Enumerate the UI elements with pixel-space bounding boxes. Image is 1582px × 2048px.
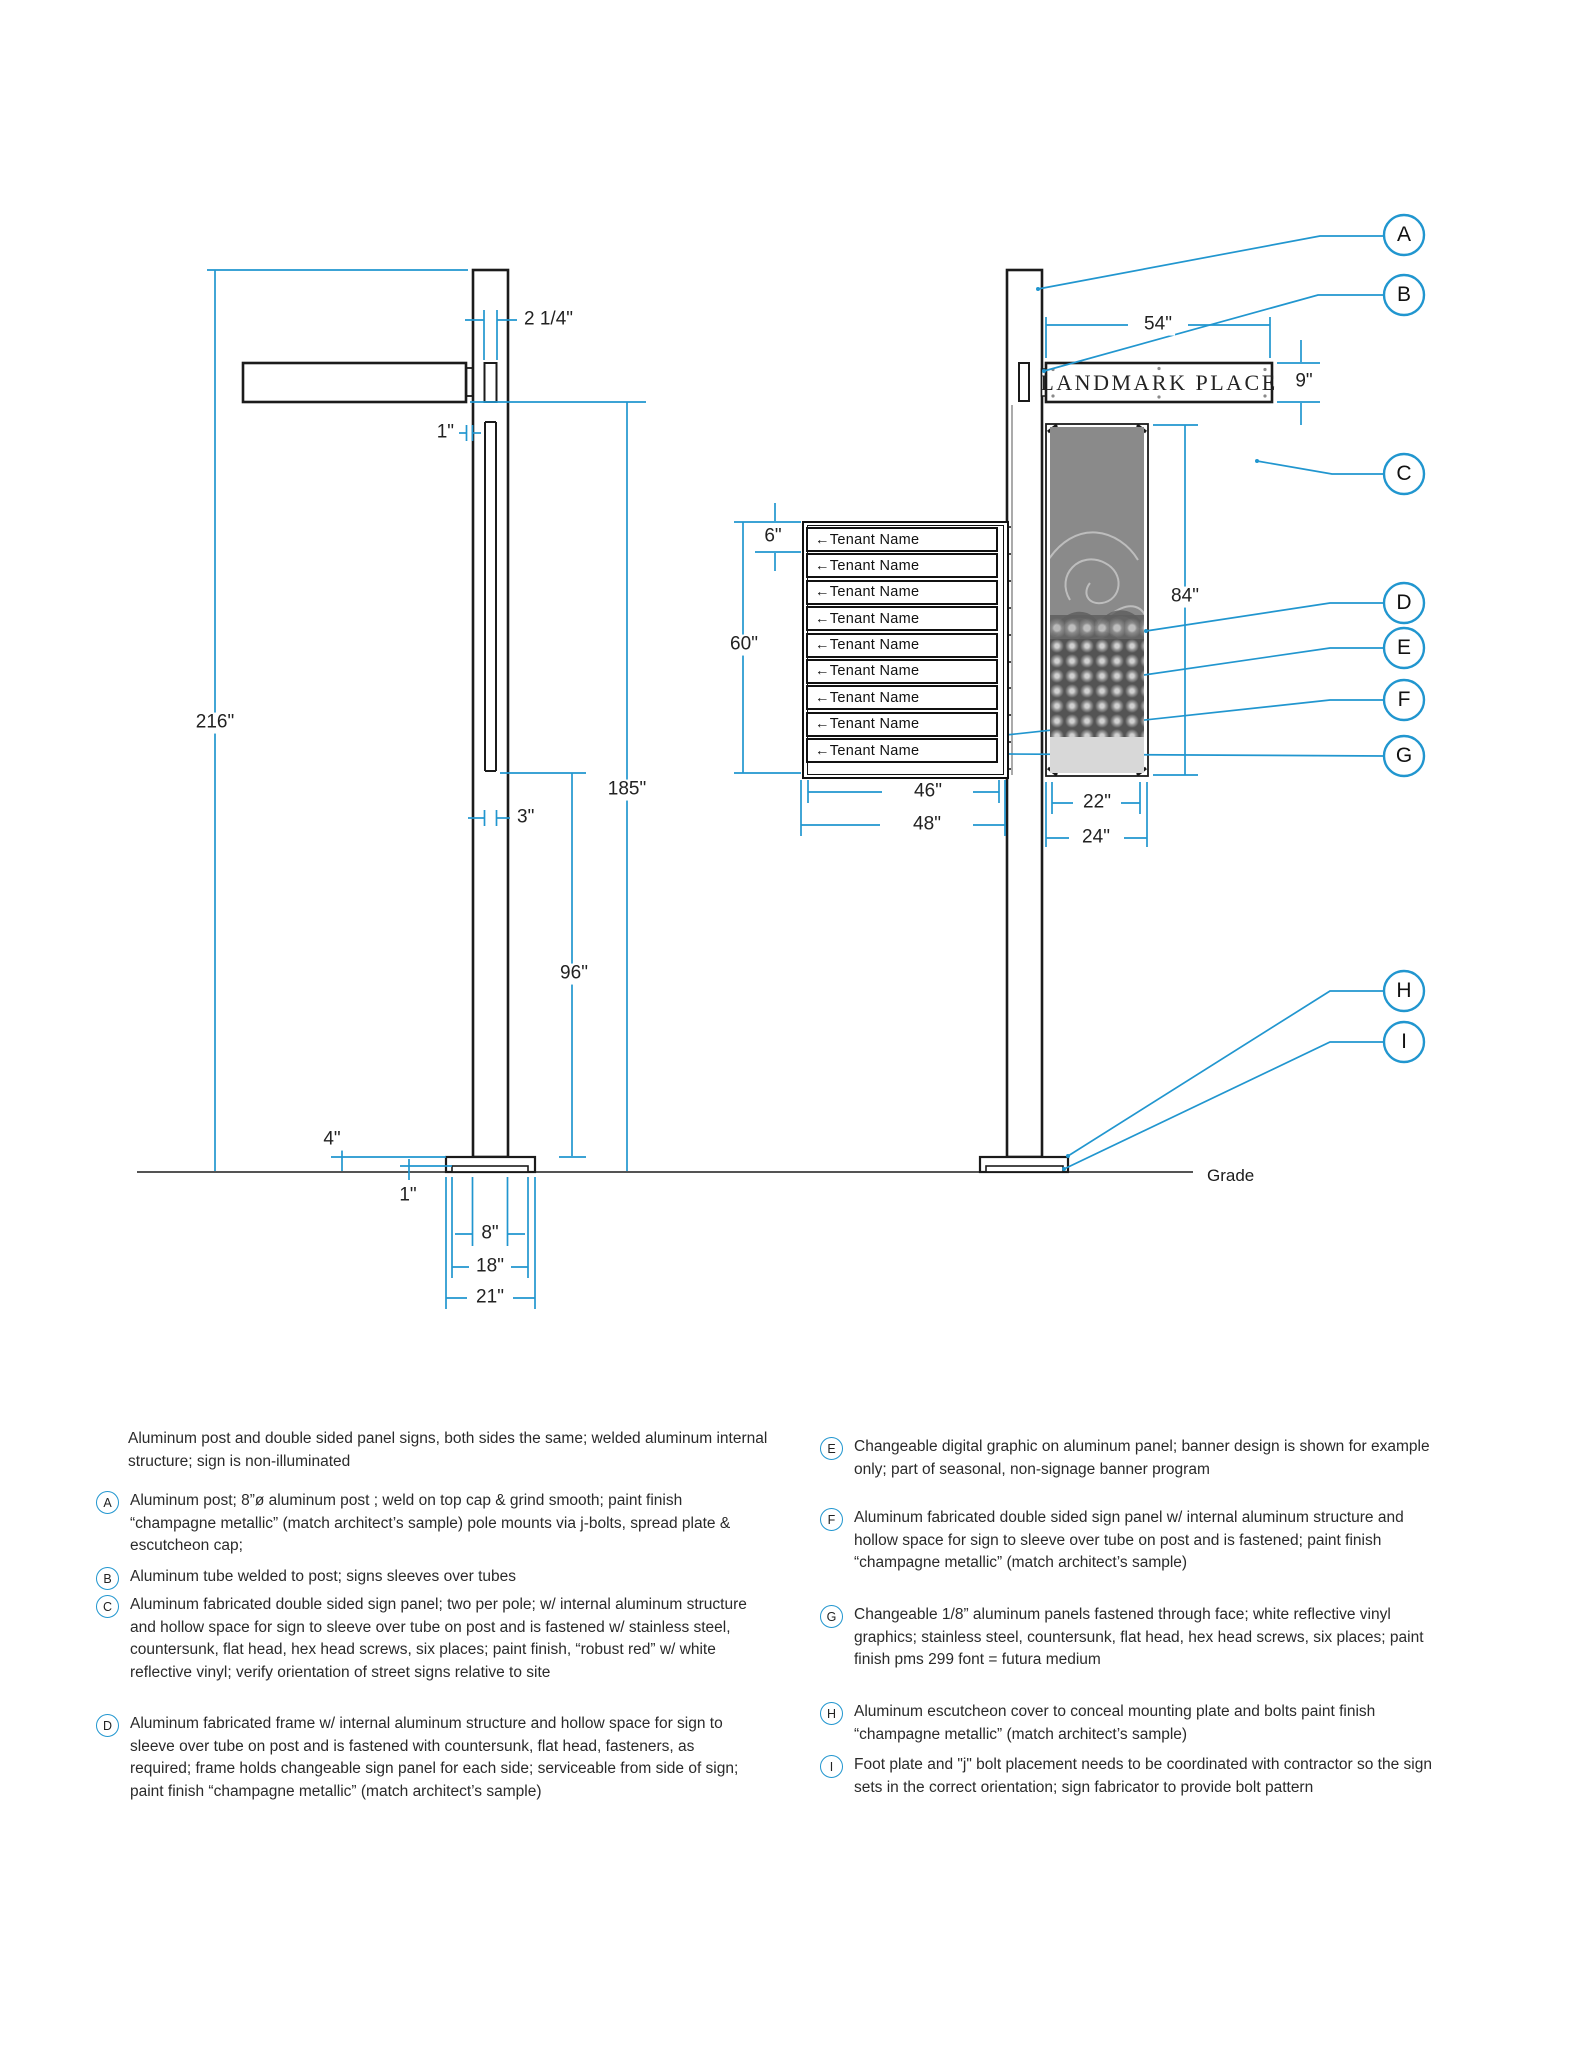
dim-54: 54" <box>1141 314 1175 336</box>
dim-1-base: 1" <box>396 1185 420 1207</box>
left-post <box>471 268 510 1159</box>
banner-carving-beads <box>1050 639 1144 737</box>
dim-21: 21" <box>473 1287 507 1309</box>
annotation-item-f: F Aluminum fabricated double sided sign … <box>820 1507 1445 1575</box>
annotation-letter-a: A <box>96 1491 119 1514</box>
street-sign-blade <box>241 361 468 404</box>
tenant-row: ←Tenant Name <box>806 685 998 711</box>
tenant-row: ←Tenant Name <box>806 711 998 737</box>
callout-h: H <box>1396 979 1412 1002</box>
annotation-item-h: H Aluminum escutcheon cover to conceal m… <box>820 1701 1445 1746</box>
tenant-row: ←Tenant Name <box>806 579 998 605</box>
annotation-letter-i: I <box>820 1755 843 1778</box>
annotation-item-a: A Aluminum post; 8”ø aluminum post ; wel… <box>96 1490 756 1558</box>
annotation-text-i: Foot plate and "j" bolt placement needs … <box>854 1756 1432 1796</box>
annotation-text-f: Aluminum fabricated double sided sign pa… <box>854 1509 1404 1571</box>
tenant-row: ←Tenant Name <box>806 606 998 632</box>
dim-96: 96" <box>557 963 591 985</box>
annotation-letter-f: F <box>820 1508 843 1531</box>
tenant-row: ←Tenant Name <box>806 527 998 552</box>
annotation-text-e: Changeable digital graphic on aluminum p… <box>854 1438 1430 1478</box>
dim-24: 24" <box>1079 827 1113 849</box>
dim-46: 46" <box>911 781 945 803</box>
tenant-row: ←Tenant Name <box>806 658 998 684</box>
landmark-place-sign-text: LANDMARK PLACE <box>1040 369 1278 395</box>
dim-4: 4" <box>320 1129 344 1151</box>
grade-label: Grade <box>1205 1166 1257 1186</box>
annotation-letter-b: B <box>96 1567 119 1590</box>
annotation-letter-e: E <box>820 1437 843 1460</box>
dim-22: 22" <box>1080 792 1114 814</box>
dim-48: 48" <box>910 814 944 836</box>
callout-a: A <box>1396 223 1411 246</box>
annotation-letter-g: G <box>820 1605 843 1628</box>
banner-bottom-band <box>1050 737 1144 773</box>
right-foot-plate <box>985 1165 1064 1173</box>
annotation-letter-d: D <box>96 1714 119 1737</box>
dim-216: 216" <box>192 712 238 734</box>
callout-d: D <box>1396 591 1412 614</box>
annotation-letter-c: C <box>96 1595 119 1618</box>
callout-circles <box>1382 213 1426 1064</box>
tenant-row: ←Tenant Name <box>806 553 998 579</box>
callout-b: B <box>1396 283 1411 306</box>
left-foot-plate <box>451 1165 529 1173</box>
left-elevation <box>241 268 537 1174</box>
banner-graphic <box>1050 427 1144 773</box>
dim-185: 185" <box>604 779 650 801</box>
annotation-text-b: Aluminum tube welded to post; signs slee… <box>130 1568 516 1585</box>
tenant-row: ←Tenant Name <box>806 738 998 764</box>
dim-60: 60" <box>727 634 761 656</box>
dim-6: 6" <box>761 526 785 548</box>
annotation-text-c: Aluminum fabricated double sided sign pa… <box>130 1596 747 1681</box>
dimension-lines <box>207 269 1320 1309</box>
dim-18: 18" <box>473 1256 507 1278</box>
callout-i: I <box>1401 1030 1407 1053</box>
annotation-item-c: C Aluminum fabricated double sided sign … <box>96 1594 756 1684</box>
annotation-item-g: G Changeable 1/8” aluminum panels fasten… <box>820 1604 1445 1672</box>
callout-f: F <box>1397 688 1411 711</box>
callout-g: G <box>1395 744 1413 767</box>
callout-e: E <box>1396 636 1411 659</box>
annotation-text-d: Aluminum fabricated frame w/ internal al… <box>130 1715 739 1800</box>
tenant-row: ←Tenant Name <box>806 632 998 658</box>
sleeve-end <box>465 367 474 397</box>
dim-3: 3" <box>514 807 538 829</box>
tube-stub <box>483 362 498 403</box>
annotation-intro-text: Aluminum post and double sided panel sig… <box>128 1430 768 1470</box>
dim-1-top: 1" <box>433 422 457 444</box>
annotation-letter-h: H <box>820 1702 843 1725</box>
tenant-rows: ←Tenant Name ←Tenant Name ←Tenant Name ←… <box>806 527 998 765</box>
annotation-item-d: D Aluminum fabricated frame w/ internal … <box>96 1713 756 1803</box>
annotation-item-e: E Changeable digital graphic on aluminum… <box>820 1436 1445 1481</box>
landmark-screws <box>1051 366 1267 399</box>
annotation-text-g: Changeable 1/8” aluminum panels fastened… <box>854 1606 1424 1668</box>
callout-c: C <box>1396 462 1412 485</box>
dim-2-1-4: 2 1/4" <box>521 309 577 331</box>
banner-carving-scallops <box>1050 615 1144 641</box>
annotation-text-a: Aluminum post; 8”ø aluminum post ; weld … <box>130 1492 731 1554</box>
annotation-item-i: I Foot plate and "j" bolt placement need… <box>820 1754 1445 1799</box>
annotation-text-h: Aluminum escutcheon cover to conceal mou… <box>854 1703 1376 1743</box>
dim-84: 84" <box>1168 586 1202 608</box>
dim-9: 9" <box>1292 371 1316 393</box>
annotation-intro: Aluminum post and double sided panel sig… <box>96 1428 788 1473</box>
tube-escutcheon <box>1018 362 1030 402</box>
dim-8: 8" <box>478 1223 502 1245</box>
annotation-item-b: B Aluminum tube welded to post; signs sl… <box>96 1566 756 1590</box>
